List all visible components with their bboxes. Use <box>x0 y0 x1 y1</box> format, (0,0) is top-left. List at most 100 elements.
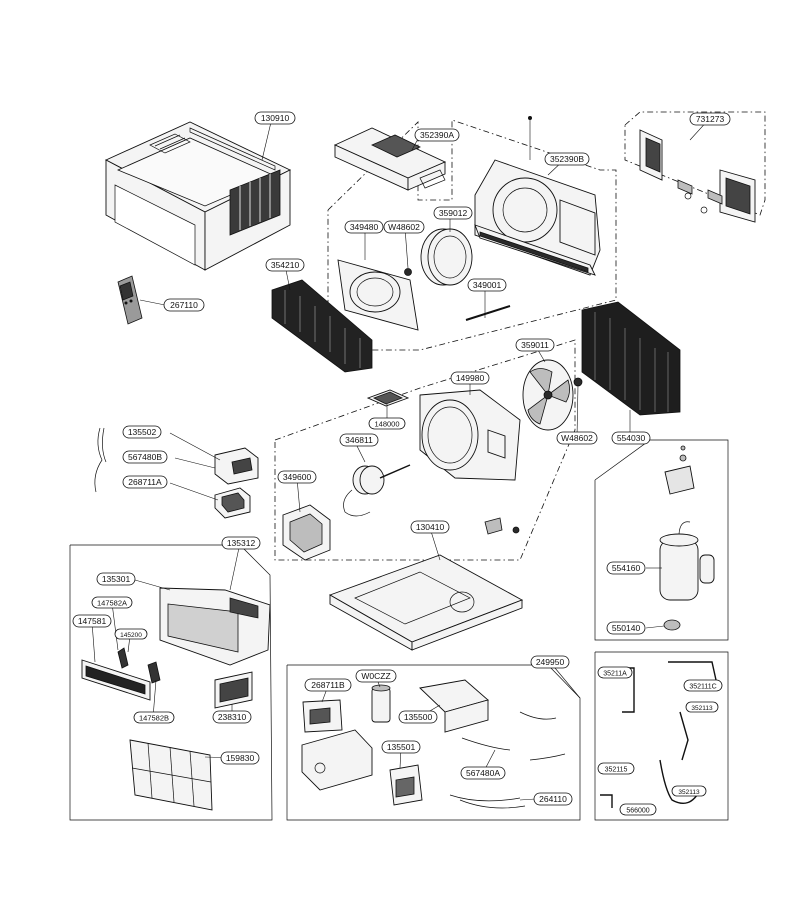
electrical-parts <box>301 679 566 809</box>
fan-shroud <box>419 389 521 481</box>
svg-text:554160: 554160 <box>612 563 641 573</box>
svg-text:349480: 349480 <box>350 222 379 232</box>
label-130910: 130910 <box>254 111 296 125</box>
condenser-fan <box>522 359 583 431</box>
svg-text:349600: 349600 <box>283 472 312 482</box>
svg-text:238310: 238310 <box>218 712 247 722</box>
tubing-group-border <box>594 651 729 821</box>
label-148000: 148000 <box>368 417 406 430</box>
label-135500: 135500 <box>398 710 438 724</box>
motor-mount <box>282 504 331 561</box>
label-567480b: 567480B <box>122 450 168 464</box>
svg-text:352115: 352115 <box>605 767 628 774</box>
label-352113-lower: 352113 <box>671 785 707 797</box>
label-349600: 349600 <box>277 470 317 484</box>
compressor-group-border <box>594 439 729 641</box>
svg-text:135312: 135312 <box>227 538 256 548</box>
svg-text:352390B: 352390B <box>550 154 584 164</box>
part-labels: 130910 352390A 352390B 731273 349480 W48… <box>72 111 731 816</box>
fan-motor <box>343 464 411 517</box>
label-554030: 554030 <box>611 431 651 445</box>
air-filter <box>129 739 213 811</box>
svg-text:147582B: 147582B <box>139 714 169 723</box>
label-268711a: 268711A <box>122 475 168 489</box>
label-354210: 354210 <box>265 258 305 272</box>
svg-text:149980: 149980 <box>456 373 485 383</box>
svg-text:35211A: 35211A <box>603 671 627 678</box>
label-352390b: 352390B <box>544 152 590 166</box>
svg-text:268711A: 268711A <box>128 477 162 487</box>
label-130410: 130410 <box>410 520 450 534</box>
svg-text:349001: 349001 <box>473 280 502 290</box>
tie-rod <box>465 305 511 321</box>
label-w0czz: W0CZZ <box>355 669 397 683</box>
label-149980: 149980 <box>450 371 490 385</box>
svg-text:267110: 267110 <box>170 300 198 310</box>
svg-text:135502: 135502 <box>128 427 157 437</box>
svg-text:567480B: 567480B <box>128 452 162 462</box>
filter-piece <box>366 389 410 407</box>
label-352111c: 352111C <box>683 679 723 692</box>
label-550140: 550140 <box>606 621 646 635</box>
label-264110: 264110 <box>533 792 573 806</box>
svg-text:554030: 554030 <box>617 433 646 443</box>
label-w48602-upper: W48602 <box>383 220 425 234</box>
electrical-group-border <box>286 664 581 821</box>
svg-text:346811: 346811 <box>345 435 373 445</box>
label-268711b: 268711B <box>304 678 352 692</box>
label-249950: 249950 <box>530 655 570 669</box>
label-731273: 731273 <box>689 112 731 126</box>
label-135301: 135301 <box>96 572 136 586</box>
svg-text:731273: 731273 <box>696 114 725 124</box>
svg-text:130410: 130410 <box>416 522 445 532</box>
svg-text:145200: 145200 <box>120 632 142 639</box>
label-352113-upper: 352113 <box>685 701 719 713</box>
label-346811: 346811 <box>339 433 379 447</box>
label-135501: 135501 <box>381 740 421 754</box>
label-349001: 349001 <box>467 278 507 292</box>
label-w48602-lower: W48602 <box>556 431 598 445</box>
side-brackets <box>639 129 756 223</box>
label-352390a: 352390A <box>414 128 460 142</box>
svg-text:566000: 566000 <box>626 808 649 815</box>
svg-text:352111C: 352111C <box>689 684 716 691</box>
label-267110: 267110 <box>163 298 205 312</box>
label-554160: 554160 <box>606 561 646 575</box>
front-grille <box>81 587 271 709</box>
label-135312: 135312 <box>221 536 261 550</box>
svg-text:159830: 159830 <box>226 753 255 763</box>
remote-control <box>117 275 143 325</box>
label-35211a: 35211A <box>597 666 633 679</box>
label-567480a: 567480A <box>460 766 506 780</box>
orifice-plate <box>337 259 419 331</box>
air-guide-upper <box>333 127 447 191</box>
svg-text:135501: 135501 <box>387 742 416 752</box>
group-boundaries <box>69 111 766 821</box>
blower-wheel <box>404 228 473 286</box>
label-352115: 352115 <box>597 762 635 775</box>
svg-text:W0CZZ: W0CZZ <box>361 671 390 681</box>
svg-text:147582A: 147582A <box>97 599 127 608</box>
svg-text:135301: 135301 <box>102 574 131 584</box>
svg-text:264110: 264110 <box>539 794 567 804</box>
svg-text:135500: 135500 <box>404 712 433 722</box>
svg-text:W48602: W48602 <box>388 222 420 232</box>
control-box <box>94 427 259 519</box>
svg-text:W48602: W48602 <box>561 433 593 443</box>
label-145200: 145200 <box>114 628 148 640</box>
svg-text:148000: 148000 <box>374 420 399 429</box>
label-238310: 238310 <box>212 710 252 724</box>
compressor <box>659 445 715 631</box>
svg-text:359012: 359012 <box>439 208 468 218</box>
svg-text:567480A: 567480A <box>466 768 500 778</box>
svg-text:147581: 147581 <box>78 616 107 626</box>
base-pan <box>328 517 524 651</box>
label-349480: 349480 <box>344 220 384 234</box>
label-147582b: 147582B <box>133 711 175 724</box>
label-159830: 159830 <box>220 751 260 765</box>
svg-text:130910: 130910 <box>261 113 290 123</box>
label-147581: 147581 <box>72 614 112 628</box>
label-566000: 566000 <box>619 803 657 816</box>
label-359011: 359011 <box>515 338 555 352</box>
